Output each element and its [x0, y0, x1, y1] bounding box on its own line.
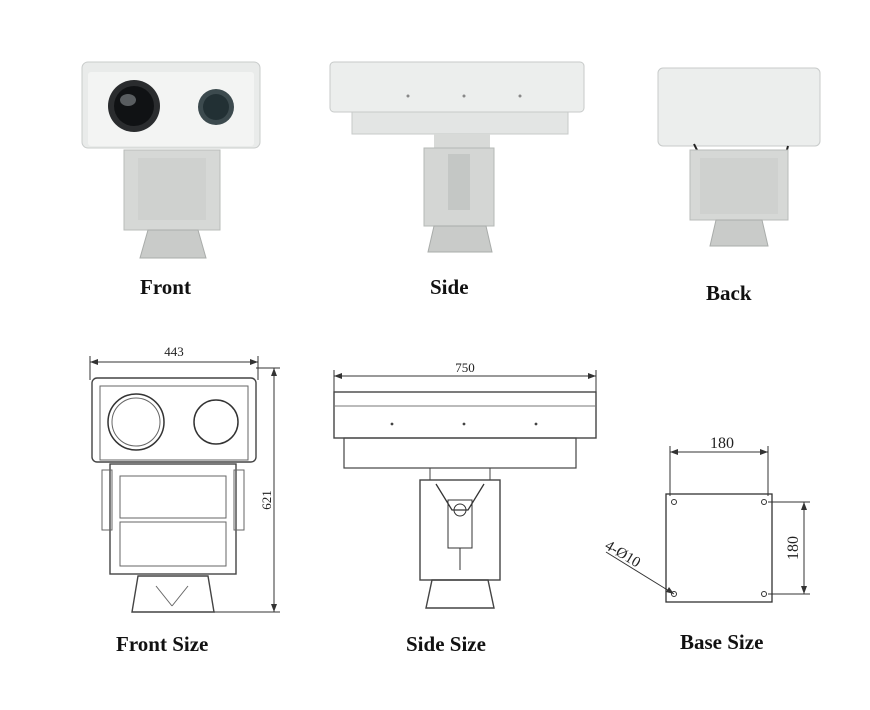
- side-caption: Side: [430, 275, 469, 299]
- side-length-dimension: 750: [455, 360, 475, 375]
- front-size-caption: Front Size: [116, 632, 209, 656]
- visible-lens-outline: [193, 399, 239, 445]
- front-caption: Front: [140, 275, 191, 299]
- base-depth-dimension: 180: [785, 536, 802, 560]
- front-view-photo: [81, 61, 261, 259]
- back-view-photo: [657, 67, 821, 247]
- base-size-caption: Base Size: [680, 630, 764, 654]
- front-size-drawing: 443 621: [89, 344, 280, 613]
- side-view-photo: [329, 61, 585, 253]
- thermal-lens-outline: [107, 393, 165, 451]
- front-width-dimension: 443: [164, 344, 184, 359]
- side-size-caption: Side Size: [406, 632, 486, 656]
- base-holes-callout: 4-Ø10: [602, 538, 643, 571]
- side-size-drawing: 750: [333, 360, 597, 609]
- back-caption: Back: [706, 281, 752, 305]
- base-size-drawing: 180 180 4-Ø10: [602, 435, 810, 603]
- front-height-dimension: 621: [259, 490, 274, 510]
- base-plate: [665, 493, 773, 603]
- base-width-dimension: 180: [710, 435, 734, 452]
